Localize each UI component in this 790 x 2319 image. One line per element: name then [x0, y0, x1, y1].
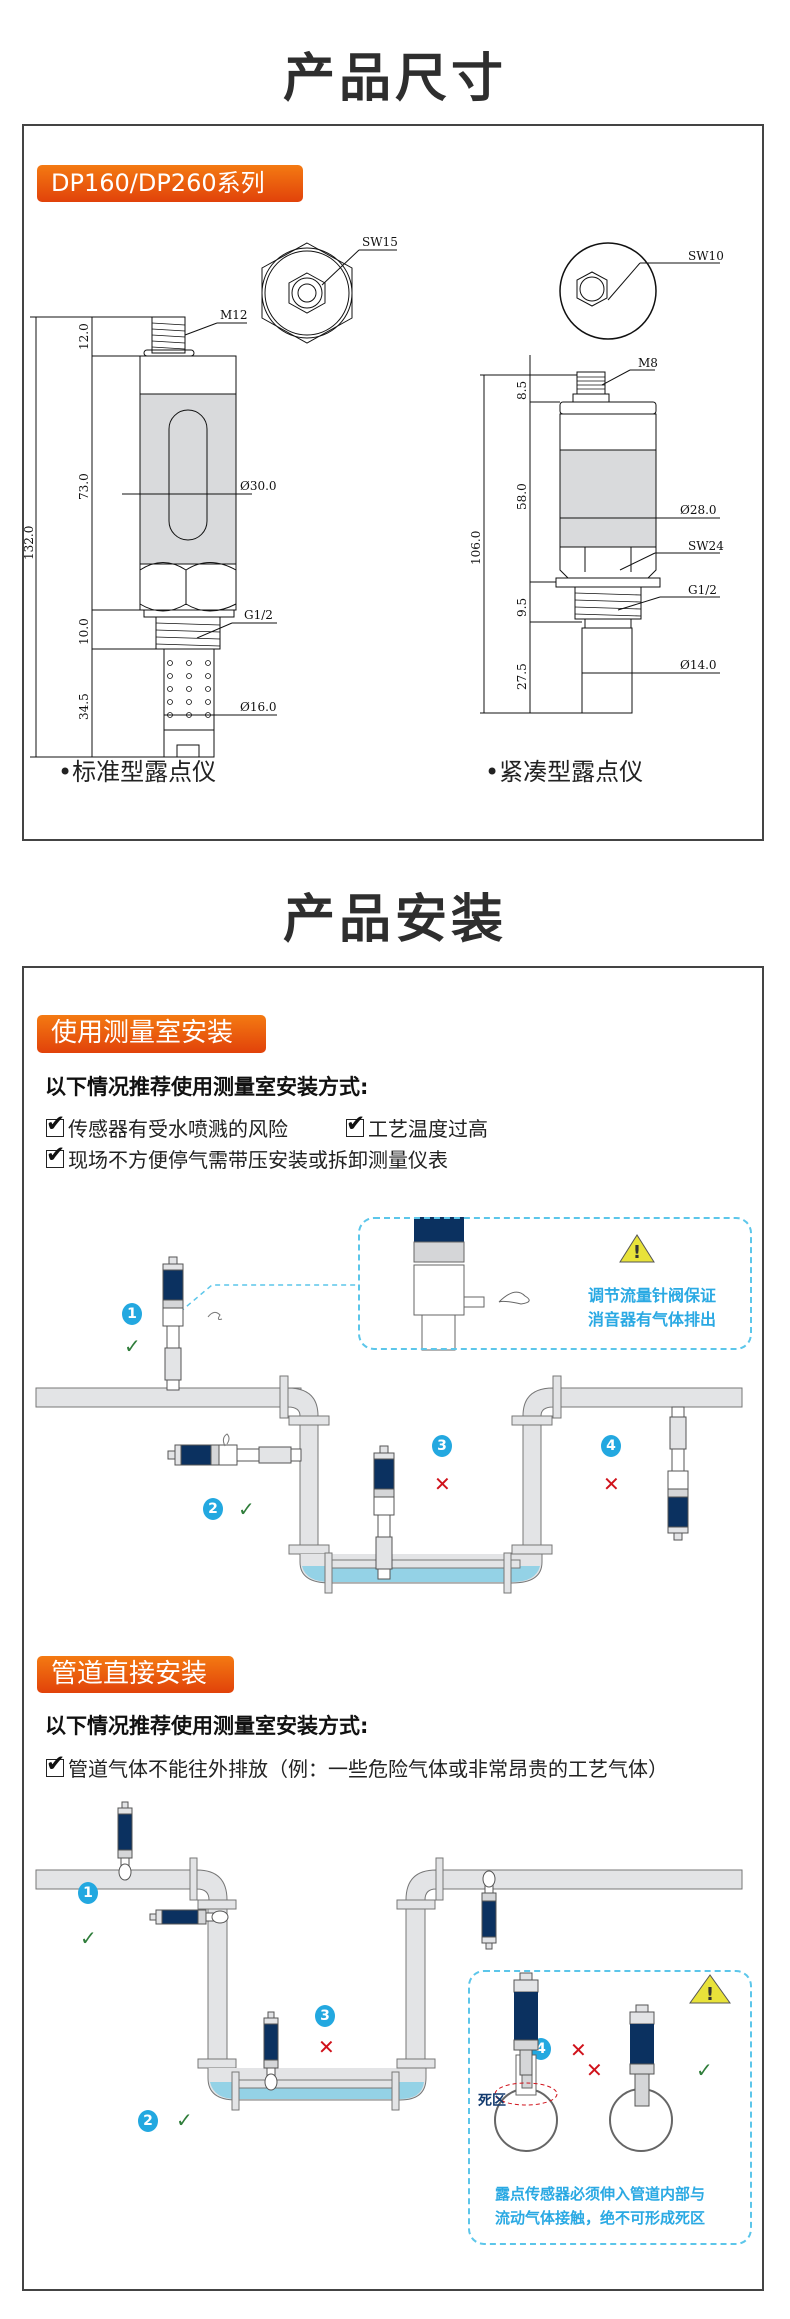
- dim-9-5: 9.5: [515, 598, 529, 617]
- dim-g12: G1/2: [244, 608, 273, 622]
- chamber-check-2: 工艺温度过高: [346, 1111, 488, 1142]
- dim-total-106: 106.0: [469, 531, 483, 565]
- chamber-sensor-3: [373, 1445, 395, 1580]
- chamber-sensor-1: [162, 1256, 184, 1391]
- direct-badge-3: 3: [315, 2005, 335, 2027]
- check-text: 工艺温度过高: [368, 1117, 488, 1141]
- direct-badge-2: 2: [138, 2110, 158, 2132]
- series-tag: DP160/DP260系列: [37, 165, 303, 202]
- warning-icon: [689, 1974, 731, 2004]
- chamber-status-4: ✕: [603, 1472, 620, 1496]
- direct-badge-1: 1: [78, 1882, 98, 1904]
- direct-callout-text: 露点传感器必须伸入管道内部与 流动气体接触，绝不可形成死区: [495, 2182, 705, 2230]
- standard-dewpoint-drawing: SW15 M12 Ø30.0 G1/2 Ø16.0 132.0 12.0 73.…: [22, 235, 398, 758]
- chamber-status-3: ✕: [434, 1472, 451, 1496]
- direct-pipe-diagram: [35, 1801, 743, 2111]
- dim-dia14: Ø14.0: [680, 658, 717, 672]
- callout-line: 调节流量针阀保证: [588, 1286, 717, 1305]
- direct-sensor-3: [263, 2011, 279, 2091]
- direct-sensor-4: [481, 1870, 497, 1950]
- dim-27-5: 27.5: [515, 663, 529, 690]
- direct-status-2: ✓: [176, 2108, 193, 2132]
- dim-10: 10.0: [77, 618, 91, 645]
- chamber-check-1: 传感器有受水喷溅的风险: [46, 1111, 288, 1142]
- checkbox-icon: [46, 1142, 65, 1168]
- chamber-status-2: ✓: [238, 1497, 255, 1521]
- dim-dia28: Ø28.0: [680, 503, 717, 517]
- dim-m12: M12: [220, 308, 248, 322]
- dim-12: 12.0: [77, 323, 91, 350]
- chamber-pipe-diagram: !: [35, 1217, 743, 1594]
- check-text: 传感器有受水喷溅的风险: [68, 1117, 288, 1141]
- warning-mark: !: [706, 1984, 714, 2005]
- compact-dewpoint-drawing: SW10 M8 Ø28.0 SW24 G1/2 Ø14.0 106.0 8.5 …: [469, 242, 724, 714]
- chamber-status-1: ✓: [124, 1334, 141, 1358]
- dim-sw24: SW24: [688, 539, 724, 553]
- dimensions-title: 产品尺寸: [282, 49, 507, 109]
- dim-58: 58.0: [515, 483, 529, 510]
- callout-line: 流动气体接触，绝不可形成死区: [495, 2209, 706, 2227]
- deadzone-label: 死区: [478, 2093, 506, 2109]
- direct-status-3: ✕: [318, 2035, 335, 2059]
- deadzone-wrong-status: ✕: [586, 2058, 603, 2082]
- check-text: 管道气体不能往外排放（例：一些危险气体或非常昂贵的工艺气体）: [68, 1757, 668, 1781]
- dim-8-5: 8.5: [515, 381, 529, 400]
- check-text: 现场不方便停气需带压安装或拆卸测量仪表: [68, 1148, 448, 1172]
- direct-status-4: ✕: [570, 2038, 587, 2062]
- top-view-standard: [261, 242, 397, 344]
- warning-mark: !: [633, 1242, 641, 1263]
- chamber-install-tag: 使用测量室安装: [37, 1015, 266, 1053]
- chamber-badge-2: 2: [203, 1498, 223, 1520]
- deadzone-diagram: !: [494, 1972, 731, 2152]
- warning-icon: [619, 1234, 655, 1263]
- direct-heading: 以下情况推荐使用测量室安装方式:: [45, 1714, 369, 1738]
- dim-sw15: SW15: [362, 235, 398, 249]
- dim-sw10: SW10: [688, 249, 724, 263]
- chamber-callout-text: 调节流量针阀保证 消音器有气体排出: [588, 1284, 716, 1332]
- dim-g12-compact: G1/2: [688, 583, 717, 597]
- chamber-badge-4: 4: [601, 1435, 621, 1457]
- direct-install-tag: 管道直接安装: [37, 1656, 234, 1693]
- chamber-callout-box: [358, 1217, 752, 1350]
- dim-total-132: 132.0: [22, 526, 36, 560]
- direct-status-1: ✓: [80, 1926, 97, 1950]
- dim-m8: M8: [638, 356, 658, 370]
- chamber-badge-1: 1: [122, 1303, 142, 1325]
- callout-line: 消音器有气体排出: [588, 1310, 717, 1329]
- direct-sensor-1: [117, 1801, 133, 1881]
- compact-caption: •紧凑型露点仪: [485, 758, 644, 786]
- chamber-sensor-2: [167, 1444, 302, 1466]
- install-title: 产品安装: [282, 890, 507, 950]
- direct-check-1: 管道气体不能往外排放（例：一些危险气体或非常昂贵的工艺气体）: [46, 1751, 668, 1782]
- deadzone-right-status: ✓: [696, 2058, 713, 2082]
- direct-sensor-2: [149, 1909, 229, 1925]
- checkbox-icon: [46, 1111, 65, 1137]
- checkbox-icon: [46, 1751, 65, 1777]
- chamber-sensor-4: [667, 1406, 689, 1541]
- dim-dia30: Ø30.0: [240, 479, 277, 493]
- chamber-heading: 以下情况推荐使用测量室安装方式:: [45, 1075, 369, 1099]
- checkbox-icon: [346, 1111, 365, 1137]
- dim-dia16: Ø16.0: [240, 700, 277, 714]
- chamber-check-3: 现场不方便停气需带压安装或拆卸测量仪表: [46, 1142, 448, 1173]
- dim-73: 73.0: [77, 473, 91, 500]
- chamber-badge-3: 3: [432, 1435, 452, 1457]
- direct-callout-box: [468, 1970, 752, 2245]
- standard-caption: •标准型露点仪: [58, 758, 217, 786]
- callout-line: 露点传感器必须伸入管道内部与: [495, 2185, 706, 2203]
- dim-34-5: 34.5: [77, 693, 91, 720]
